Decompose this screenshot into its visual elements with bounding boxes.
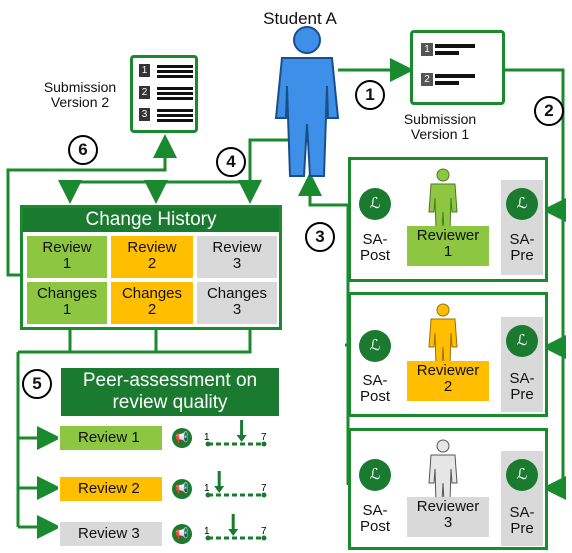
- reviewer-3-figure-icon: [428, 439, 458, 503]
- step-6-badge: 6: [68, 135, 98, 165]
- sa-pre-label: SA- Pre: [509, 504, 535, 537]
- sa-post-label: SA- Post: [359, 372, 390, 405]
- peer-review-1: Review 1: [60, 426, 162, 450]
- submission-v2-label: Submission Version 2: [43, 79, 117, 110]
- student-label: Student A: [263, 9, 337, 28]
- reviewer-list-icon: ℒ: [506, 459, 538, 491]
- reviewer-1-label: Reviewer 1: [407, 226, 489, 266]
- scale-end-dot: [261, 535, 267, 541]
- submission-v1-label: Submission Version 1: [403, 111, 477, 142]
- scale-min-label: 1: [204, 526, 210, 537]
- megaphone-icon: 📢: [172, 428, 192, 448]
- change-history-panel: Change History Review 1 Review 2 Review …: [20, 205, 282, 330]
- peer-review-2: Review 2: [60, 477, 162, 501]
- reviewer-list-icon: ℒ: [506, 188, 538, 220]
- scale-end-dot: [261, 441, 267, 447]
- review-2-cell: Review 2: [111, 236, 193, 278]
- peer-review-3: Review 3: [60, 522, 162, 546]
- step-5-badge: 5: [22, 369, 52, 399]
- change-history-title: Change History: [23, 208, 279, 232]
- step-4-badge: 4: [216, 147, 246, 177]
- review-1-cell: Review 1: [27, 236, 107, 278]
- reviewer-list-icon: ℒ: [359, 459, 391, 491]
- changes-3-cell: Changes 3: [197, 282, 277, 324]
- sa-pre-label: SA- Pre: [509, 370, 535, 403]
- megaphone-icon: 📢: [172, 524, 192, 544]
- reviewer-list-icon: ℒ: [359, 188, 391, 220]
- sa-pre-label: SA- Pre: [509, 231, 535, 264]
- reviewer-3-panel: ℒ SA- Post Reviewer 3 ℒ SA- Pre: [348, 428, 548, 550]
- scale-max-label: 7: [261, 432, 267, 443]
- scale-end-dot: [261, 492, 267, 498]
- scale-end-dot: [205, 492, 211, 498]
- rating-arrow-head: [214, 486, 225, 493]
- reviewer-2-panel: ℒ SA- Post Reviewer 2 ℒ SA- Pre: [348, 292, 548, 417]
- sa-post-label: SA- Post: [359, 231, 390, 264]
- scale-end-dot: [205, 535, 211, 541]
- submission-v2-document: 1 2 3: [130, 55, 198, 133]
- step-2-badge: 2: [534, 96, 564, 126]
- step-1-badge: 1: [355, 80, 385, 110]
- submission-v1-document: 1 2: [410, 30, 505, 105]
- reviewer-list-icon: ℒ: [506, 325, 538, 357]
- peer-assessment-panel: Peer-assessment on review quality: [58, 365, 279, 547]
- review-3-cell: Review 3: [197, 236, 277, 278]
- megaphone-icon: 📢: [172, 479, 192, 499]
- sa-post-label: SA- Post: [359, 502, 390, 535]
- step-3-badge: 3: [305, 222, 335, 252]
- reviewer-3-label: Reviewer 3: [407, 497, 489, 537]
- scale-max-label: 7: [261, 483, 267, 494]
- reviewer-1-panel: ℒ SA- Post Reviewer 1 ℒ SA- Pre: [348, 157, 548, 282]
- scale-end-dot: [205, 441, 211, 447]
- changes-1-cell: Changes 1: [27, 282, 107, 324]
- changes-2-cell: Changes 2: [111, 282, 193, 324]
- peer-assessment-title: Peer-assessment on review quality: [61, 368, 279, 416]
- rating-arrow-head: [228, 529, 239, 536]
- scale-min-label: 1: [204, 432, 210, 443]
- reviewer-2-figure-icon: [428, 303, 458, 367]
- rating-arrow-head: [236, 435, 247, 442]
- reviewer-list-icon: ℒ: [359, 330, 391, 362]
- scale-max-label: 7: [261, 526, 267, 537]
- scale-min-label: 1: [204, 483, 210, 494]
- reviewer-1-figure-icon: [428, 168, 458, 232]
- reviewer-2-label: Reviewer 2: [407, 361, 489, 401]
- student-figure-icon: [274, 26, 340, 177]
